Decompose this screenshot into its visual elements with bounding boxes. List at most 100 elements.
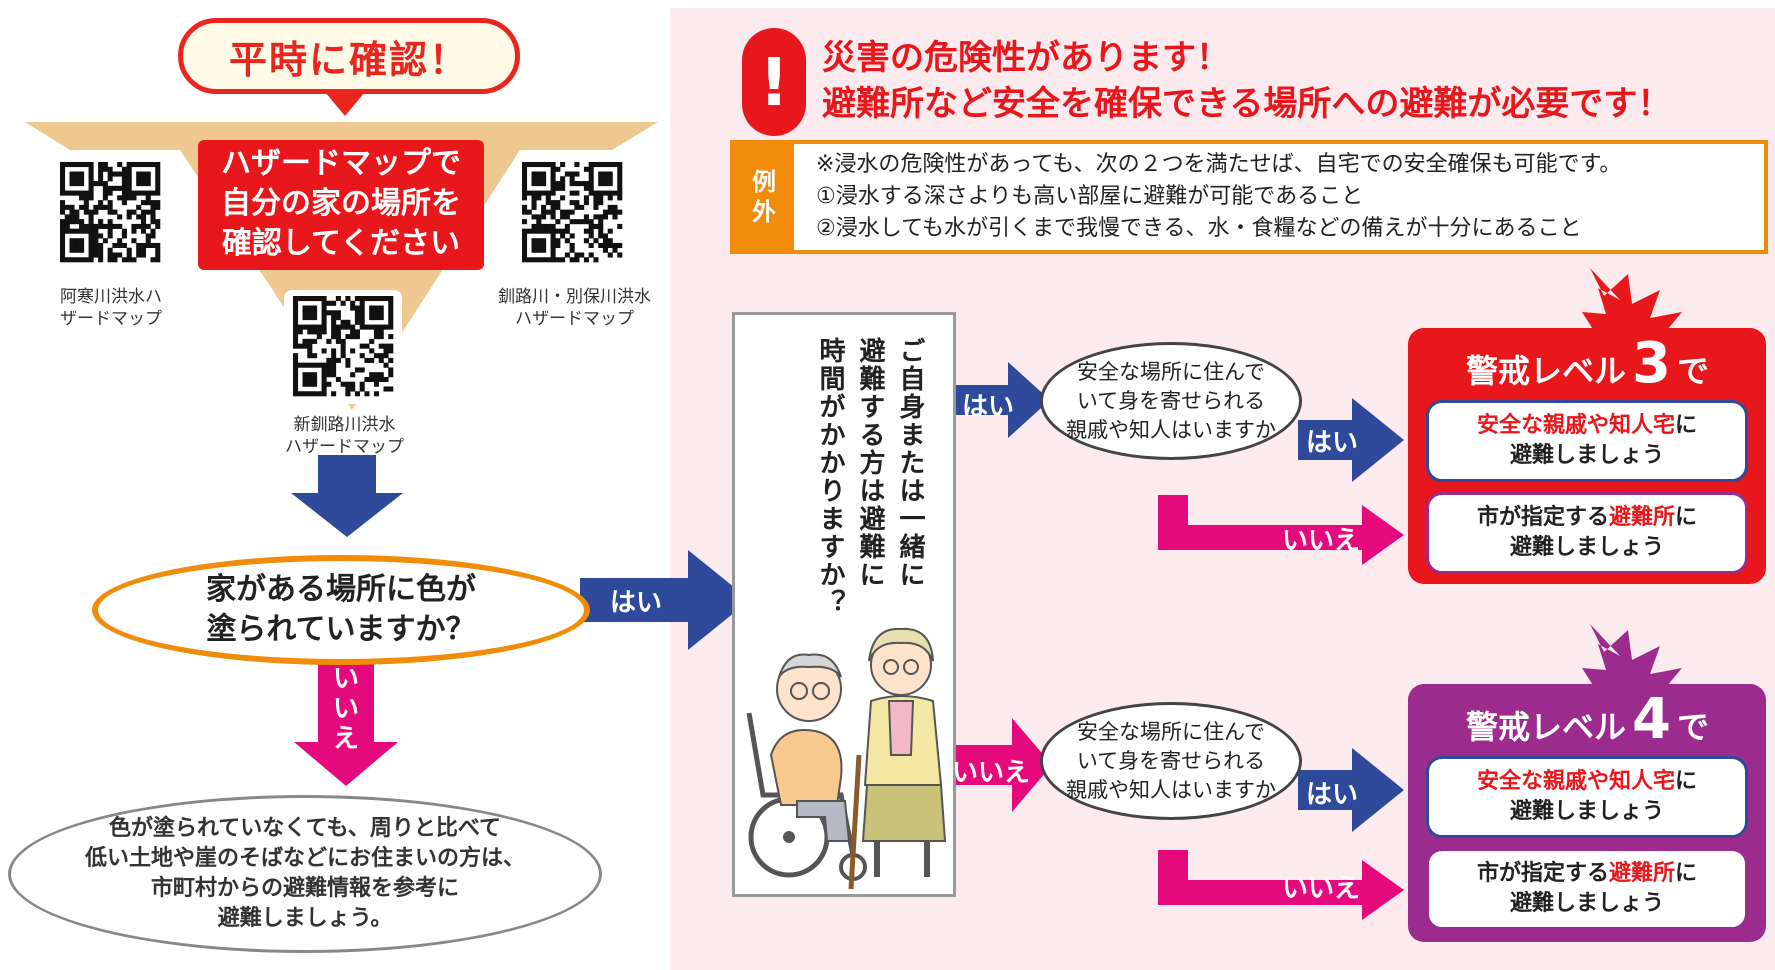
- confirm-bubble-text: 平時に確認！: [228, 37, 469, 82]
- qr-caption-kushiro-line1: 釧路川・別保川洪水: [498, 287, 651, 307]
- advice-line3: 市町村からの避難情報を参考に: [150, 876, 459, 901]
- yes-arrow-right: [580, 550, 750, 650]
- bubble-tail: [325, 92, 365, 116]
- level3-card2-pre: 市が指定する: [1476, 505, 1609, 530]
- level3-card1-red: 安全な親戚や知人宅: [1476, 413, 1675, 438]
- vq-col3: 時間がかかりますか？: [815, 337, 845, 617]
- level3-shelter-card: 市が指定する避難所に 避難しましょう: [1426, 492, 1748, 574]
- left-no-label: い い え: [331, 664, 361, 754]
- qr-card-kushiro: [514, 156, 630, 270]
- qr-caption-akan: 阿寒川洪水ハ ザードマップ: [36, 286, 186, 330]
- upper-no-label: いいえ: [1282, 526, 1361, 556]
- left-no-char2: い: [332, 694, 359, 724]
- level4-card2-post: に: [1675, 861, 1698, 886]
- right-no-label: いいえ: [952, 758, 1031, 788]
- level4-card1-line1: 安全な親戚や知人宅に: [1477, 767, 1697, 797]
- colored-area-question: 家がある場所に色が 塗られていますか？: [92, 555, 590, 665]
- upper-oval-line2: いて身を寄せられる: [1076, 388, 1266, 413]
- level3-card1-line2: 避難しましょう: [1509, 443, 1664, 468]
- level3-relatives-card: 安全な親戚や知人宅に 避難しましょう: [1426, 400, 1748, 482]
- level4-title: 警戒レベル 4 で: [1466, 692, 1709, 748]
- confirm-bubble: 平時に確認！: [178, 18, 520, 94]
- level3-number: 3: [1632, 331, 1671, 396]
- level4-prefix: 警戒レベル: [1466, 708, 1627, 746]
- qr-code-shinkushiro[interactable]: [293, 296, 394, 397]
- question-line2: 塗られていますか？: [206, 612, 476, 647]
- level3-card1-line1: 安全な親戚や知人宅に: [1477, 411, 1697, 441]
- lower-relatives-question: 安全な場所に住んで いて身を寄せられる 親戚や知人はいますか: [1040, 702, 1302, 820]
- level4-relatives-card: 安全な親戚や知人宅に 避難しましょう: [1426, 756, 1748, 838]
- question-line1: 家がある場所に色が: [206, 572, 476, 607]
- right-yes-arrow: [956, 362, 1050, 438]
- level4-card2-line2: 避難しましょう: [1509, 891, 1664, 916]
- right-no-arrow: [956, 718, 1052, 812]
- upper-yes-arrow: [1298, 398, 1404, 482]
- lower-oval-line2: いて身を寄せられる: [1076, 748, 1266, 773]
- upper-no-arrow: [1158, 495, 1404, 565]
- level4-card2-red: 避難所: [1608, 861, 1675, 886]
- lower-no-arrow: [1158, 850, 1404, 920]
- exception-tag-char1: 例: [752, 168, 776, 196]
- qr-caption-kushiro-line2: ハザードマップ: [515, 309, 634, 329]
- level3-card2-line2: 避難しましょう: [1509, 535, 1664, 560]
- exception-box: 例 外 ※浸水の危険性があっても、次の２つを満たせば、自宅での安全確保も可能です…: [730, 140, 1768, 254]
- qr-caption-shinkushiro-line2: ハザードマップ: [285, 437, 404, 457]
- qr-caption-akan-line1: 阿寒川洪水ハ: [60, 287, 162, 307]
- level4-card1-line2: 避難しましょう: [1509, 799, 1664, 824]
- level3-panel: 警戒レベル 3 で 安全な親戚や知人宅に 避難しましょう 市が指定する避難所に …: [1408, 328, 1766, 584]
- qr-code-akan[interactable]: [60, 162, 161, 263]
- elderly-couple-illustration: [746, 627, 947, 890]
- hazard-line-3: 確認してください: [221, 226, 461, 261]
- level4-card1-red: 安全な親戚や知人宅: [1476, 769, 1675, 794]
- level4-card2-pre: 市が指定する: [1476, 861, 1609, 886]
- qr-caption-akan-line2: ザードマップ: [60, 309, 162, 329]
- level3-prefix: 警戒レベル: [1466, 352, 1627, 390]
- lower-no-label: いいえ: [1282, 874, 1361, 904]
- left-no-char3: え: [332, 724, 359, 754]
- danger-line2: 避難所など安全を確保できる場所への避難が必要です！: [822, 84, 1672, 124]
- upper-oval-line3: 親戚や知人はいますか: [1066, 417, 1276, 442]
- danger-line1: 災害の危険性があります！: [822, 38, 1230, 78]
- qr-caption-shinkushiro-line1: 新釧路川洪水: [293, 415, 396, 435]
- evacuation-time-question: ご自身または一緒に 避難する方は避難に 時間がかかりますか？: [732, 312, 956, 897]
- lower-yes-label: はい: [1306, 780, 1359, 810]
- vq-col2: 避難する方は避難に: [855, 337, 885, 589]
- left-no-char1: い: [332, 664, 359, 694]
- down-arrow-blue: [291, 455, 403, 537]
- exception-line3: ②浸水しても水が引くまで我慢できる、水・食糧などの備えが十分にあること: [816, 216, 1582, 241]
- qr-caption-kushiro: 釧路川・別保川洪水 ハザードマップ: [482, 286, 667, 330]
- exception-tag: 例 外: [734, 144, 794, 250]
- lower-oval-line1: 安全な場所に住んで: [1077, 719, 1265, 744]
- level3-title: 警戒レベル 3 で: [1466, 336, 1709, 392]
- level4-number: 4: [1632, 687, 1671, 752]
- exception-line1: ※浸水の危険性があっても、次の２つを満たせば、自宅での安全確保も可能です。: [816, 152, 1622, 177]
- advice-oval: 色が塗られていなくても、周りと比べて 低い土地や崖のそばなどにお住まいの方は、 …: [8, 795, 602, 953]
- right-yes-label: はい: [962, 392, 1015, 422]
- no-arrow-down: [294, 663, 398, 786]
- hazard-line-2: 自分の家の場所を: [221, 186, 461, 221]
- level3-card2-post: に: [1675, 505, 1698, 530]
- lower-yes-arrow: [1298, 748, 1404, 832]
- level4-card2-line1: 市が指定する避難所に: [1477, 859, 1697, 889]
- left-yes-label: はい: [610, 588, 663, 618]
- level4-panel: 警戒レベル 4 で 安全な親戚や知人宅に 避難しましょう 市が指定する避難所に …: [1408, 684, 1766, 942]
- level3-suffix: で: [1676, 352, 1709, 390]
- upper-yes-label: はい: [1306, 428, 1359, 458]
- level3-card2-red: 避難所: [1608, 505, 1675, 530]
- vq-col1: ご自身または一緒に: [895, 337, 925, 589]
- upper-relatives-question: 安全な場所に住んで いて身を寄せられる 親戚や知人はいますか: [1040, 342, 1302, 460]
- hazard-map-instruction: ハザードマップで 自分の家の場所を 確認してください: [198, 140, 484, 270]
- qr-card-shinkushiro: [284, 290, 402, 404]
- exception-tag-char2: 外: [752, 198, 776, 226]
- qr-code-kushiro[interactable]: [522, 162, 623, 263]
- level4-suffix: で: [1676, 708, 1709, 746]
- level4-card1-rest: に: [1675, 769, 1698, 794]
- level3-card2-line1: 市が指定する避難所に: [1477, 503, 1697, 533]
- lower-oval-line3: 親戚や知人はいますか: [1066, 777, 1276, 802]
- exception-line2: ①浸水する深さよりも高い部屋に避難が可能であること: [816, 184, 1364, 209]
- level4-shelter-card: 市が指定する避難所に 避難しましょう: [1426, 848, 1748, 930]
- hazard-line-1: ハザードマップで: [221, 146, 461, 181]
- advice-line4: 避難しましょう。: [217, 906, 393, 931]
- qr-caption-shinkushiro: 新釧路川洪水 ハザードマップ: [262, 414, 427, 458]
- advice-line1: 色が塗られていなくても、周りと比べて: [108, 816, 502, 841]
